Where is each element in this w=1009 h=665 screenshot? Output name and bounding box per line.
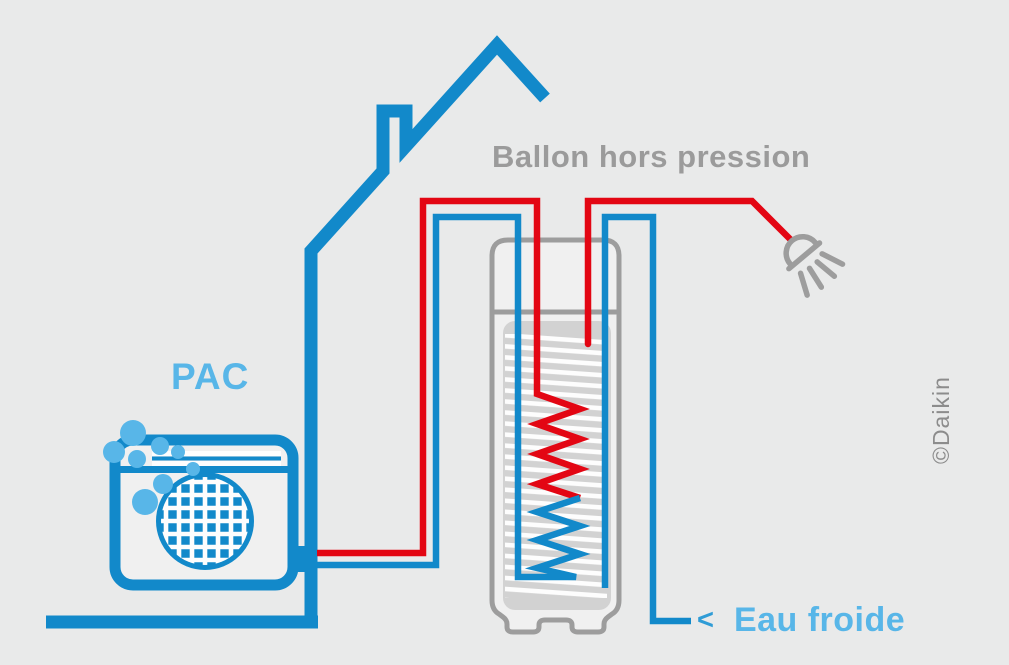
- cold-water-label: Eau froide: [733, 601, 906, 639]
- copyright-daikin: ©Daikin: [928, 376, 954, 464]
- water-tank-icon: [489, 237, 622, 635]
- cold-water-label-row: < Eau froide: [697, 601, 905, 640]
- fan-grille-icon: [156, 472, 254, 570]
- shower-head-icon: [783, 234, 846, 298]
- heat-pump-icon: [103, 420, 316, 591]
- cold-water-arrow: <: [697, 604, 714, 636]
- heat-pump-vents: [120, 451, 288, 473]
- house-outline-icon: [304, 35, 550, 628]
- hot-pipe-tank-to-shower: [584, 197, 795, 348]
- air-bubbles-icon: [103, 420, 200, 515]
- hot-pipe-pac-to-coil: [317, 197, 590, 557]
- page-title: Ballon hors pression: [492, 139, 811, 174]
- heat-pump-connector: [288, 546, 316, 572]
- pac-label: PAC: [171, 356, 250, 397]
- cold-pipe-coil-to-pac: [317, 213, 591, 581]
- cold-water-inlet-pipe: [601, 213, 691, 625]
